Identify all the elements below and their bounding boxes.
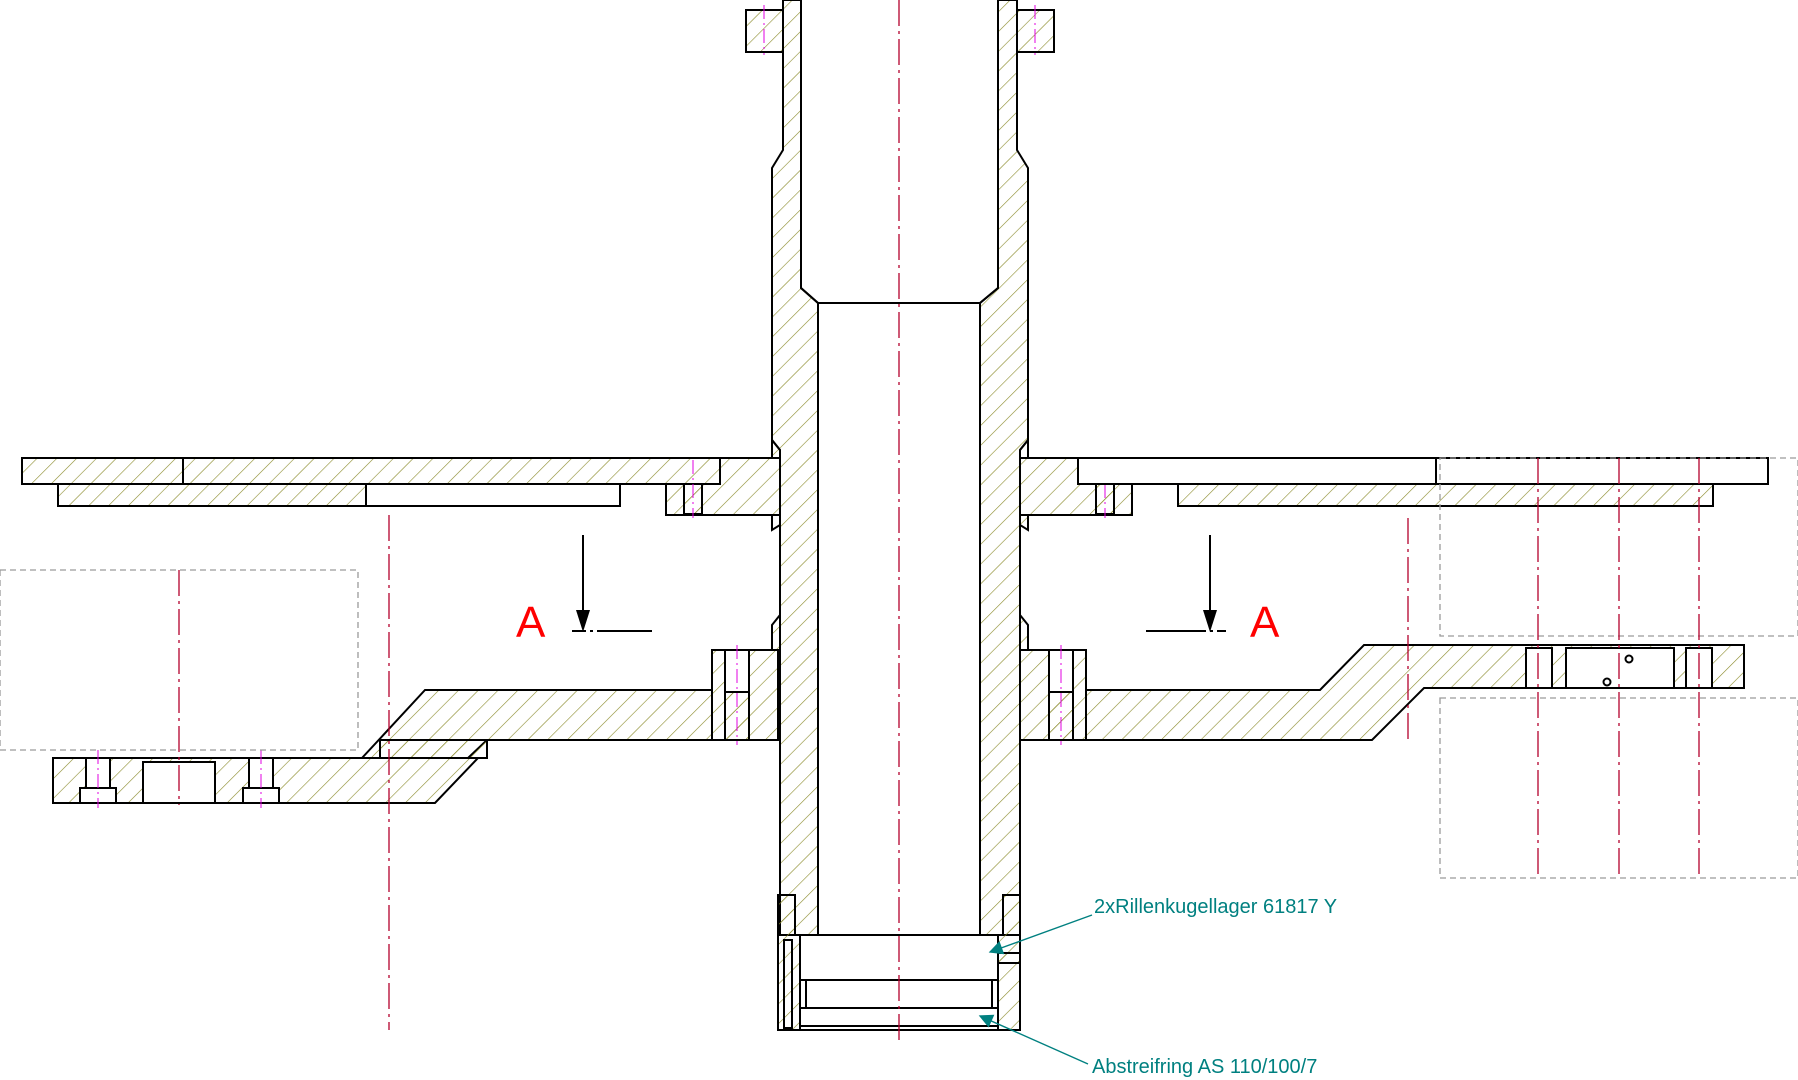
arm-right-slot [1565, 647, 1675, 689]
upper-plate-left-sub [57, 483, 367, 507]
callout-bearing-text: 2xRillenkugellager 61817 Y [1094, 896, 1337, 918]
section-indicator-right: A [1146, 535, 1280, 647]
lower-hub-right-fillet [1019, 612, 1029, 651]
grub-screw [997, 952, 1021, 964]
upper-hub-left-fillet-low [771, 514, 781, 532]
upper-bore-outline [800, 0, 999, 304]
lower-arm-left [0, 515, 781, 1030]
lower-arm-right [1019, 457, 1798, 879]
section-indicator-left: A [516, 535, 652, 647]
arm-right-pin-b [1602, 677, 1612, 687]
upper-plate-right-sub [1177, 483, 1714, 507]
section-label-right: A [1250, 598, 1280, 647]
upper-plate-left-sub-open [365, 483, 621, 507]
hidden-box-right-lower [1439, 697, 1798, 879]
inner-sleeve-left [783, 939, 793, 1029]
upper-hub-right-fillet [1019, 437, 1029, 459]
lower-arm-left-wedge [379, 739, 488, 759]
upper-plate-right [1077, 457, 1769, 485]
upper-plate-left [21, 457, 721, 485]
lower-hub-left-fillet [771, 612, 781, 651]
upper-hub-right-fillet-low [1019, 514, 1029, 532]
section-label-left: A [516, 598, 546, 647]
callout-wiper-text: Abstreifring AS 110/100/7 [1092, 1056, 1317, 1078]
central-shaft [745, 0, 1055, 1040]
callout-bearing: 2xRillenkugellager 61817 Y [988, 896, 1337, 955]
arm-right-pin-a [1624, 654, 1634, 664]
upper-plate [21, 437, 1769, 532]
callout-wiper: Abstreifring AS 110/100/7 [978, 1014, 1317, 1078]
arm-right-screw-a [1525, 647, 1553, 689]
upper-hub-left-fillet [771, 437, 781, 459]
